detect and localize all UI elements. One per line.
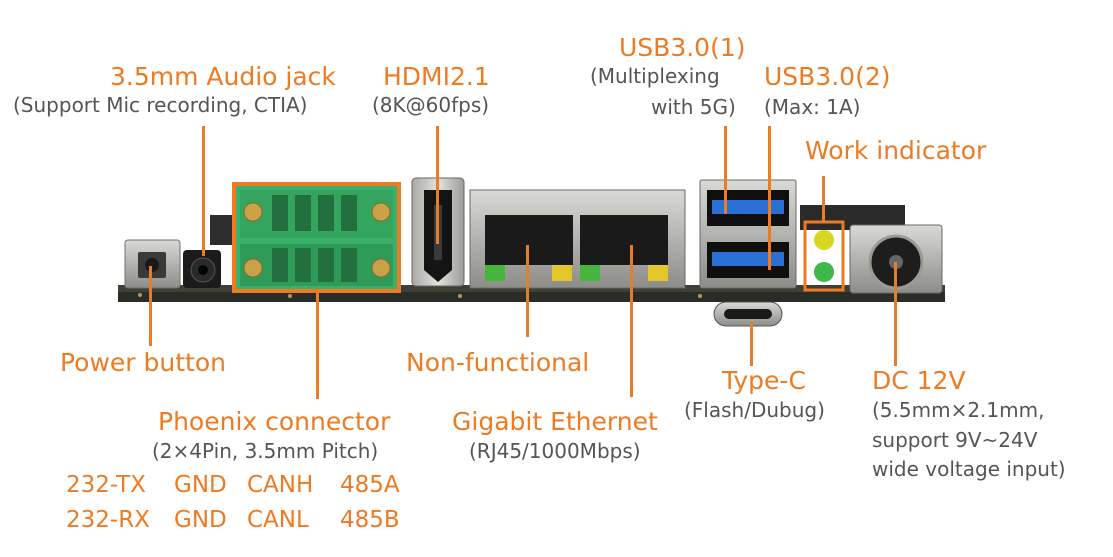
usb-stack-part <box>699 179 797 289</box>
power-button-title: Power button <box>60 348 226 377</box>
work-indicator-title: Work indicator <box>805 136 987 165</box>
usb1-title: USB3.0(1) <box>619 33 746 62</box>
leader-line-usb2 <box>768 126 771 270</box>
usb1-subtitle-line1: (Multiplexing <box>590 64 720 88</box>
dc-title: DC 12V <box>872 366 966 395</box>
leader-line-usb1 <box>724 126 727 214</box>
leader-line-dc <box>894 262 897 366</box>
hdmi-subtitle: (8K@60fps) <box>372 93 490 117</box>
leader-line-hdmi <box>436 126 439 244</box>
dc-subtitle-line1: (5.5mm×2.1mm, <box>872 398 1045 422</box>
gbe-subtitle: (RJ45/1000Mbps) <box>469 439 641 463</box>
phoenix-title: Phoenix connector <box>158 407 391 436</box>
hdmi-title: HDMI2.1 <box>383 62 490 91</box>
typec-subtitle: (Flash/Dubug) <box>684 398 825 422</box>
audio-jack-title: 3.5mm Audio jack <box>110 62 336 91</box>
phoenix-subtitle: (2×4Pin, 3.5mm Pitch) <box>152 439 379 463</box>
work-indicator-leds <box>803 220 845 292</box>
dc-subtitle-line2: support 9V~24V <box>872 428 1038 452</box>
typec-port-part <box>713 301 783 327</box>
usb2-subtitle: (Max: 1A) <box>764 95 861 119</box>
leader-line-nonfunc <box>526 245 529 337</box>
usb2-title: USB3.0(2) <box>764 62 891 91</box>
pin-row2-col4: 485B <box>340 507 400 533</box>
phoenix-connector-part <box>232 182 401 293</box>
typec-title: Type-C <box>722 366 806 395</box>
leader-line-work <box>822 176 825 222</box>
usb1-subtitle-line2: with 5G) <box>651 95 736 119</box>
pin-row2-col2: GND <box>174 507 227 533</box>
leader-line-gbe <box>630 245 633 397</box>
pin-row1-col3: CANH <box>247 472 314 498</box>
dc-subtitle-line3: wide voltage input) <box>872 457 1066 481</box>
nonfunctional-title: Non-functional <box>406 348 590 377</box>
pin-row1-col2: GND <box>174 472 227 498</box>
pin-row1-col1: 232-TX <box>66 472 146 498</box>
dual-rj45-part <box>469 189 686 289</box>
pin-row1-col4: 485A <box>340 472 400 498</box>
leader-line-phoenix <box>316 291 319 399</box>
leader-line-audio <box>202 126 205 256</box>
audio-jack-part <box>183 250 221 288</box>
leader-line-typec <box>750 322 753 366</box>
pin-row2-col3: CANL <box>247 507 309 533</box>
power-button-part <box>124 239 181 289</box>
leader-line-power <box>149 266 152 346</box>
pin-row2-col1: 232-RX <box>66 507 150 533</box>
gbe-title: Gigabit Ethernet <box>452 407 658 436</box>
audio-jack-subtitle: (Support Mic recording, CTIA) <box>13 93 308 117</box>
